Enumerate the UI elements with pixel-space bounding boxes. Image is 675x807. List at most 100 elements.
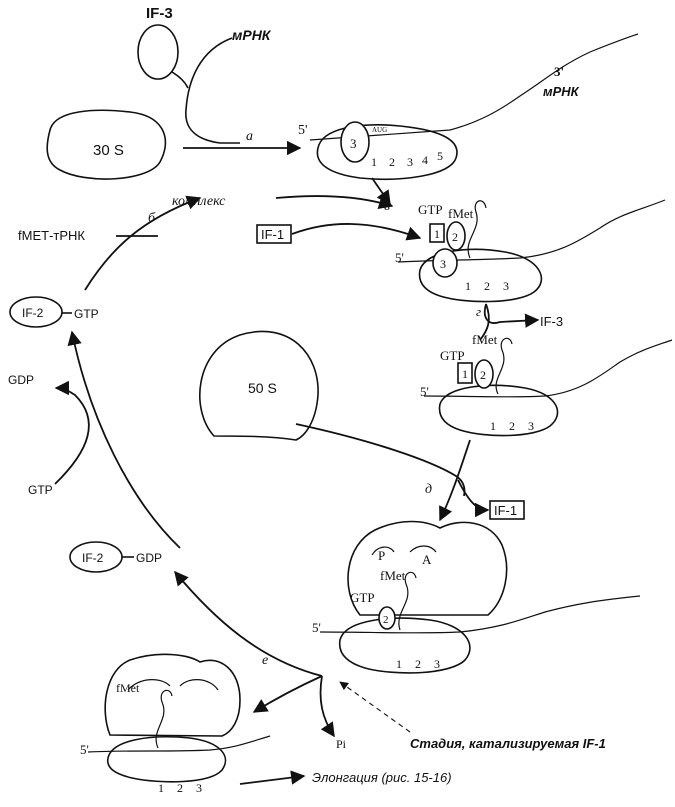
arrow-gdp-out [54,380,90,485]
complex3-body [438,384,559,437]
site-a-arc [409,545,437,553]
complex-2: 3 1 2 fMet GTP 5' 1 2 3 [395,199,666,303]
final-arc-right [179,679,219,691]
label-mrna-right: мРНК [543,84,580,99]
complex70s-c2: 2 [415,657,421,671]
mrna-strand-top [185,37,240,144]
label-if2-gdp: GDP [136,551,162,565]
complex3-trna [495,337,513,395]
complex2-c1: 1 [465,279,471,293]
arrow-complex-to-v [275,195,394,210]
complex-3: 1 2 fMet GTP 5' 1 2 3 [420,332,673,437]
mrna-label-top: мРНК [232,27,272,43]
label-30s: 30 S [93,142,124,159]
label-pi: Pi [336,737,347,751]
complex2-if2-label: 2 [452,230,458,244]
complex1-if3-label: 3 [350,136,357,151]
complex70s-small [338,617,471,674]
label-stage-note: Стадия, катализируемая IF-1 [410,736,606,751]
complex3-c1: 1 [490,419,496,433]
label-step-b: б [148,211,156,226]
complex3-5prime: 5' [420,384,429,399]
complex70s-if2 [378,606,396,630]
label-step-e: е [262,653,268,668]
complex2-if3 [432,248,458,278]
complex3-c3: 3 [528,419,534,433]
complex1-if3 [340,121,370,163]
complex2-gtp: GTP [418,202,443,217]
label-if3-out: IF-3 [540,314,563,329]
if1-box-right [489,500,525,520]
complex70s-gtp: GTP [350,590,375,605]
complex2-c3: 3 [503,279,509,293]
final-c1: 1 [158,781,164,795]
final-arc-left [127,679,171,691]
complex2-fmet: fMet [448,206,474,221]
complex1-c4: 4 [422,153,428,167]
complex3-c2: 2 [509,419,515,433]
complex3-fmet: fMet [472,332,498,347]
arrow-from-complex1 [371,177,391,206]
complex-30s-if3: 3 5' AUG 1 2 3 4 5 3' мРНК [298,33,639,180]
label-if2-gtp: GTP [74,307,99,321]
complex1-c1: 1 [371,155,377,169]
final-trna [155,689,173,749]
final-fmet: fMet [116,681,140,695]
arrow-elongation [239,770,306,785]
label-elongation: Элонгация (рис. 15-16) [312,770,452,785]
final-5prime: 5' [80,742,89,757]
label-mrna-3prime: 3' [554,64,564,79]
complex1-c2: 2 [389,155,395,169]
label-step-d: д [425,482,432,497]
line-50s-join [295,423,466,497]
label-site-a: A [422,552,432,567]
arrow-b [84,195,202,291]
complex1-c5: 5 [437,149,443,163]
complex-70s: P A 2 fMet GTP 5' 1 2 3 [312,520,641,674]
complex3-if1 [457,362,473,384]
arrow-e-pi [319,675,335,738]
complex70s-large [347,520,508,616]
label-if2-bottom: IF-2 [82,551,104,565]
label-step-g: г [476,304,481,319]
complex2-if3-label: 3 [440,257,446,271]
if1-box-left [256,224,292,244]
if1-label-left: IF-1 [261,227,284,242]
if3-label-top: IF-3 [146,5,173,22]
complex70s-c1: 1 [396,657,402,671]
complex-final: fMet 5' 1 2 3 [80,653,271,795]
site-p-arc [371,546,395,556]
complex70s-fmet: fMet [380,568,406,583]
complex70s-trna [398,571,417,631]
complex2-if1 [429,223,445,243]
label-step-v: в [384,199,390,214]
complex1-5prime: 5' [298,123,308,138]
label-if2-top: IF-2 [22,306,44,320]
final-large [104,653,241,737]
complex70s-if2-label: 2 [383,614,389,626]
arrow-e-70s [252,675,323,713]
if3-connector [171,71,189,89]
label-step-a: а [246,129,253,144]
final-mrna [87,735,271,753]
complex2-trna [467,200,487,259]
arrow-e-if2 [174,570,323,677]
dashed-pointer [339,681,411,733]
complex3-gtp: GTP [440,348,465,363]
complex70s-5prime: 5' [312,620,321,635]
final-small [106,736,227,783]
label-site-p: P [378,548,385,563]
arrow-if2-regenerate [67,330,181,549]
subunit-50s [199,330,319,441]
complex70s-mrna [319,595,641,634]
arrow-if1-out [457,479,490,518]
final-c3: 3 [196,781,202,795]
complex2-5prime: 5' [395,250,404,265]
complex3-mrna [423,339,673,398]
complex1-c3: 3 [407,155,413,169]
complex2-c2: 2 [484,279,490,293]
if1-label-right: IF-1 [494,503,517,518]
arrow-if3-out [483,303,540,328]
final-c2: 2 [177,781,183,795]
